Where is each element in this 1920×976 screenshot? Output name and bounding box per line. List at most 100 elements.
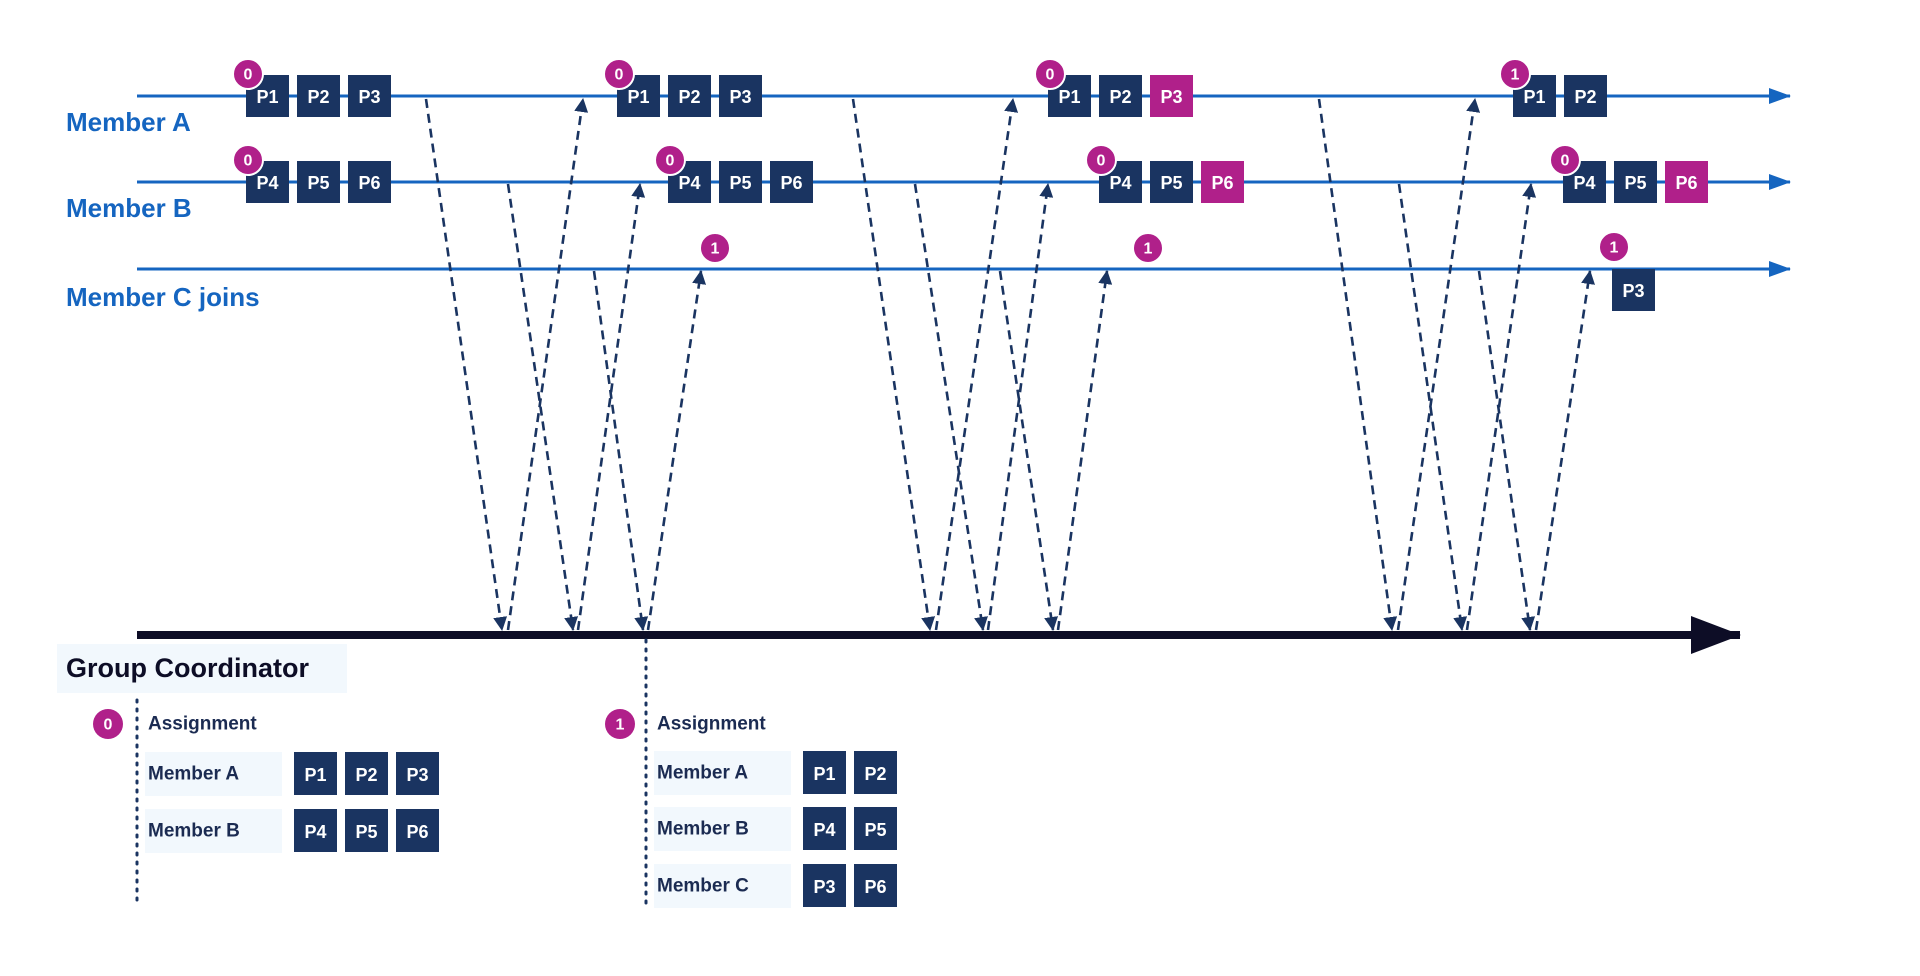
partition-label: P2 [678, 87, 700, 107]
partition-label: P1 [1523, 87, 1545, 107]
partition-label: P2 [307, 87, 329, 107]
dashed-message-arrow [646, 270, 707, 631]
assignment-partition-label: P2 [355, 765, 377, 785]
dashed-message-arrow [506, 98, 589, 631]
generation-badge: 0 [232, 58, 264, 90]
partition-label: P3 [1160, 87, 1182, 107]
dashed-message-arrow [424, 98, 508, 631]
assignment-member-label: Member A [657, 763, 748, 784]
assignment-partition-bg [803, 864, 846, 907]
partition-box-bg [1150, 75, 1193, 117]
coordinator-label: Group Coordinator [66, 653, 309, 683]
partition-box-bg [1099, 75, 1142, 117]
generation-badge-circle [1034, 58, 1066, 90]
partition-box-bg [1150, 161, 1193, 203]
partition-label: P2 [1109, 87, 1131, 107]
partition-label: P3 [358, 87, 380, 107]
assignment-badge: 0 [93, 709, 123, 739]
generation-badge-circle [699, 232, 731, 264]
partition-box: P2 [1099, 75, 1142, 117]
partition-label: P6 [1675, 173, 1697, 193]
assignment-partition-box: P2 [345, 752, 388, 795]
generation-badge-label: 0 [1046, 67, 1055, 84]
assignment-partition-label: P4 [304, 822, 326, 842]
generation-badge-label: 0 [1097, 153, 1106, 170]
partition-box-bg [1564, 75, 1607, 117]
assignment-title: Assignment [148, 714, 257, 735]
dashed-message-arrow [576, 183, 646, 631]
partition-box: P3 [348, 75, 391, 117]
assignment-partition-bg [294, 752, 337, 795]
assignment-member-label: Member A [148, 764, 239, 785]
assignment-title: Assignment [657, 714, 766, 735]
assignment-partition-label: P5 [864, 820, 886, 840]
partition-label: P1 [627, 87, 649, 107]
assignment-badge-circle [93, 709, 123, 739]
dashed-message-arrow [851, 98, 936, 631]
generation-badge-circle [232, 58, 264, 90]
partition-label: P2 [1574, 87, 1596, 107]
assignment-partition-box: P1 [294, 752, 337, 795]
partition-box: P2 [668, 75, 711, 117]
lane-label: Member B [66, 193, 192, 223]
assignment-partition-label: P5 [355, 822, 377, 842]
assignment-badge: 1 [605, 709, 635, 739]
partition-box-bg [1612, 269, 1655, 311]
assignment-partition-bg [396, 809, 439, 852]
dashed-message-arrow [998, 270, 1059, 631]
partition-label: P4 [678, 173, 700, 193]
generation-badge: 1 [1598, 231, 1630, 263]
assignment-member-label: Member B [148, 821, 240, 842]
dashed-message-arrow [1534, 270, 1595, 631]
assignment-partition-bg [854, 807, 897, 850]
generation-badge-label: 1 [1144, 241, 1153, 258]
assignment-badge-label: 0 [104, 717, 113, 734]
assignment-partition-box: P2 [854, 751, 897, 794]
assignment-badge-label: 1 [616, 717, 625, 734]
assignment-partition-bg [854, 751, 897, 794]
assignment-member-label: Member C [657, 876, 749, 897]
assignment-member-bg [145, 809, 282, 853]
partition-label: P4 [1109, 173, 1131, 193]
assignment-partition-bg [803, 807, 846, 850]
assignment-partition-bg [345, 752, 388, 795]
assignment-partition-label: P4 [813, 820, 835, 840]
partition-box: P5 [1614, 161, 1657, 203]
generation-badge-circle [1598, 231, 1630, 263]
assignment-member-bg [654, 807, 791, 851]
partition-box-bg [719, 161, 762, 203]
coordinator-label-bg [57, 644, 347, 693]
assignment-partition-box: P6 [854, 864, 897, 907]
generation-badge: 0 [1549, 144, 1581, 176]
generation-badge-label: 0 [244, 153, 253, 170]
partition-box: P3 [1150, 75, 1193, 117]
partition-box: P6 [348, 161, 391, 203]
partition-box: P6 [1665, 161, 1708, 203]
partition-box: P5 [1150, 161, 1193, 203]
generation-badge-circle [1499, 58, 1531, 90]
dashed-message-arrow [506, 183, 579, 631]
generation-badge: 1 [1499, 58, 1531, 90]
partition-label: P5 [307, 173, 329, 193]
generation-badge-circle [1085, 144, 1117, 176]
assignment-partition-box: P3 [396, 752, 439, 795]
generation-badge-label: 0 [1561, 153, 1570, 170]
assignment-partition-label: P1 [304, 765, 326, 785]
assignment-partition-box: P5 [854, 807, 897, 850]
partition-box: P6 [1201, 161, 1244, 203]
assignment-member-bg [654, 751, 791, 795]
assignment-partition-label: P3 [813, 877, 835, 897]
dashed-message-arrow [1317, 98, 1398, 631]
partition-box: P5 [297, 161, 340, 203]
generation-badge-label: 0 [244, 67, 253, 84]
generation-badge-label: 1 [711, 241, 720, 258]
assignment-partition-box: P1 [803, 751, 846, 794]
assignment-partition-bg [294, 809, 337, 852]
dashed-message-arrow [913, 183, 988, 631]
partition-label: P5 [1160, 173, 1182, 193]
partition-box-bg [348, 161, 391, 203]
partition-box: P2 [1564, 75, 1607, 117]
generation-badge: 1 [1132, 232, 1164, 264]
